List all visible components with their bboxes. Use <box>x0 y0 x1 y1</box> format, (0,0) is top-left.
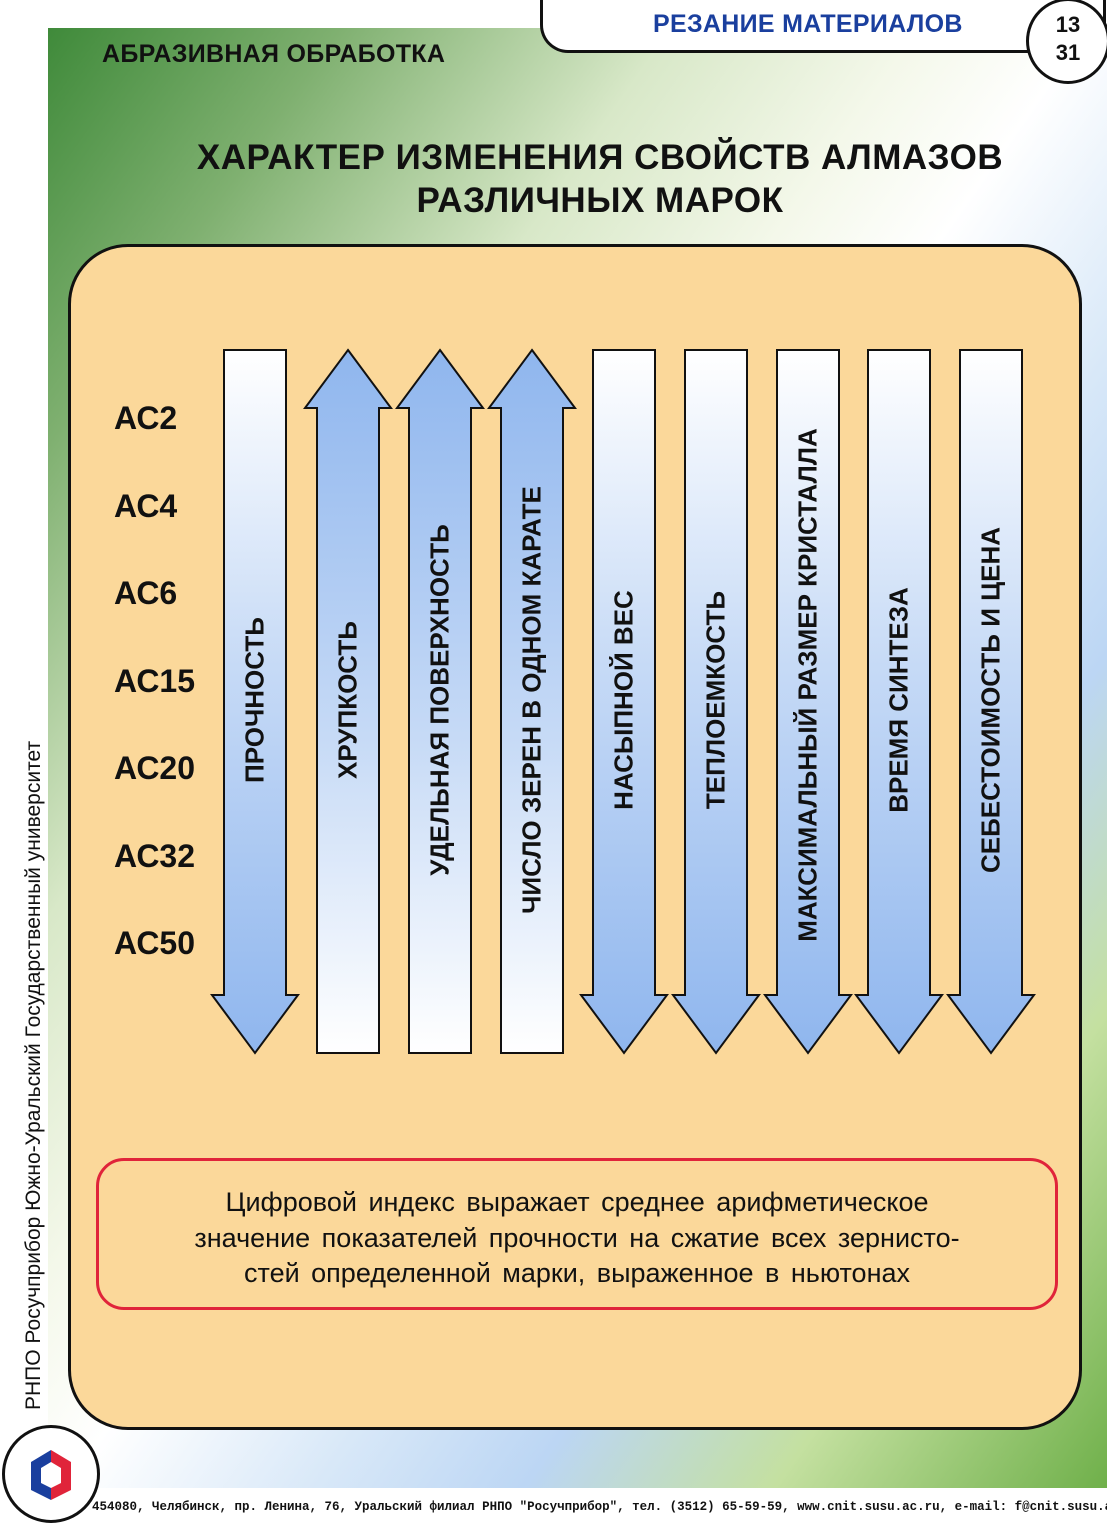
down-arrow <box>210 349 300 1055</box>
grade-label: АС6 <box>114 575 178 611</box>
note-box: Цифровой индекс выражает среднее арифмет… <box>96 1158 1058 1310</box>
grade-label: АС32 <box>114 837 196 874</box>
logo-mark-icon <box>31 1450 71 1500</box>
note-line-2: значение показателей прочности на сжатие… <box>194 1223 960 1253</box>
property-label: ПРОЧНОСТЬ <box>239 617 270 783</box>
note-line-3: стей определенной марки, выраженное в нь… <box>244 1258 910 1288</box>
note-line-1: Цифровой индекс выражает среднее арифмет… <box>225 1187 929 1217</box>
down-arrow <box>946 349 1036 1055</box>
property-label: ЧИСЛО ЗЕРЕН В ОДНОМ КАРАТЕ <box>516 486 547 914</box>
down-arrow <box>854 349 944 1055</box>
property-label: СЕБЕСТОИМОСТЬ И ЦЕНА <box>975 526 1006 874</box>
grade-label: АС50 <box>114 925 196 961</box>
main-title: ХАРАКТЕР ИЗМЕНЕНИЯ СВОЙСТВ АЛМАЗОВ РАЗЛИ… <box>170 136 1030 222</box>
down-arrow <box>671 349 761 1055</box>
up-arrow <box>395 348 485 1054</box>
main-title-line1: ХАРАКТЕР ИЗМЕНЕНИЯ СВОЙСТВ АЛМАЗОВ <box>196 138 1004 177</box>
up-arrow <box>487 348 577 1054</box>
down-arrow <box>763 349 853 1055</box>
property-label: ХРУПКОСТЬ <box>332 621 363 779</box>
up-arrow <box>303 348 393 1054</box>
topic-header: РЕЗАНИЕ МАТЕРИАЛОВ <box>540 0 1106 53</box>
property-label: ТЕПЛОЕМКОСТЬ <box>700 590 731 810</box>
page-number-bottom: 31 <box>1055 40 1081 65</box>
grade-label: АС15 <box>114 662 196 699</box>
page-number-badge: 13 31 <box>1026 0 1107 84</box>
down-arrow <box>579 349 669 1055</box>
property-label: УДЕЛЬНАЯ ПОВЕРХНОСТЬ <box>424 524 455 876</box>
section-title: АБРАЗИВНАЯ ОБРАБОТКА <box>102 40 446 68</box>
page-number-top: 13 <box>1055 12 1081 37</box>
grade-label: АС2 <box>114 400 178 436</box>
grade-label: АС20 <box>114 750 196 786</box>
main-title-line2: РАЗЛИЧНЫХ МАРОК <box>416 181 784 220</box>
property-label: НАСЫПНОЙ ВЕС <box>608 590 639 810</box>
grade-label: АС4 <box>114 487 178 524</box>
footer-contacts: 454080, Челябинск, пр. Ленина, 76, Ураль… <box>92 1500 1107 1514</box>
property-label: ВРЕМЯ СИНТЕЗА <box>883 587 914 813</box>
topic-label: РЕЗАНИЕ МАТЕРИАЛОВ <box>653 10 963 38</box>
rnpo-logo <box>2 1425 100 1523</box>
property-label: МАКСИМАЛЬНЫЙ РАЗМЕР КРИСТАЛЛА <box>792 428 823 942</box>
